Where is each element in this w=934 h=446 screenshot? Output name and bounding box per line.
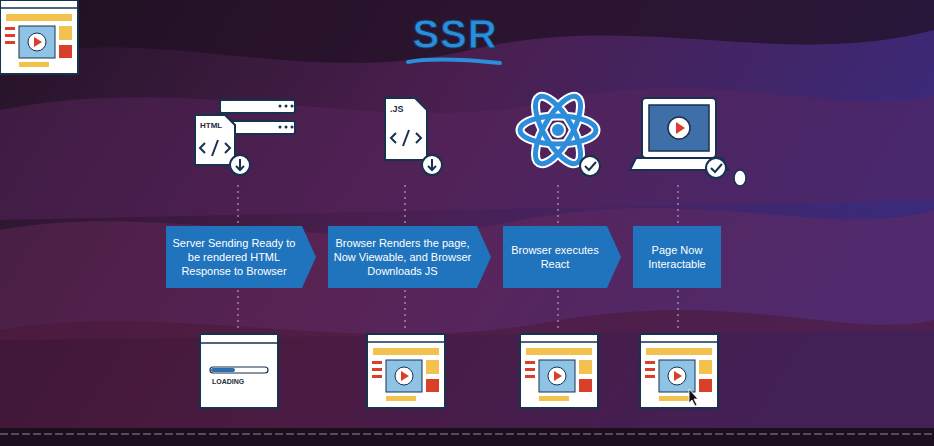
step-text: Page Now Interactable (638, 243, 716, 271)
step-text: Browser executes React (508, 243, 602, 271)
title-text: SSR (412, 12, 497, 57)
icon-label: LOADING (212, 377, 244, 386)
chevron-shape (633, 226, 721, 288)
chevron-fill (166, 226, 316, 288)
chevron-fill (633, 226, 721, 288)
chevron-shape (503, 226, 621, 288)
step-text: Browser Renders the page, Now Viewable, … (333, 236, 473, 278)
chevron-fill (503, 226, 621, 288)
process-chevron: Browser executes React (503, 226, 621, 288)
icon-label: HTML (200, 121, 222, 131)
icon-label: .JS (390, 104, 404, 115)
process-chevron: Browser Renders the page, Now Viewable, … (328, 226, 491, 288)
process-chevron: Server Sending Ready to be rendered HTML… (166, 226, 316, 288)
chevron-fill (328, 226, 491, 288)
step-text: Server Sending Ready to be rendered HTML… (172, 236, 296, 278)
process-chevron: Page Now Interactable (633, 226, 721, 288)
